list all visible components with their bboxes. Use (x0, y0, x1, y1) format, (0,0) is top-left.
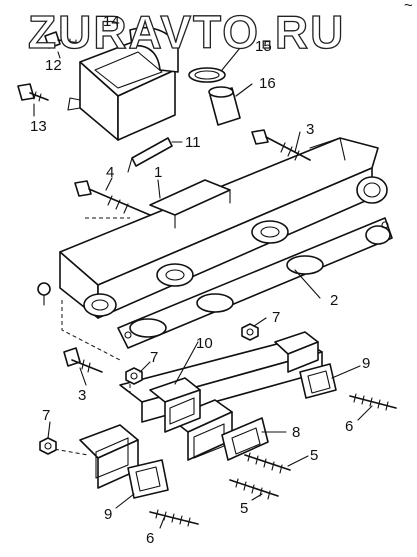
callout-11: 11 (185, 134, 201, 151)
stud-bolt-3-lower (63, 347, 103, 373)
callout-10: 10 (196, 335, 213, 352)
callout-4: 4 (106, 164, 114, 181)
callout-8: 8 (292, 424, 300, 441)
callout-16: 16 (259, 75, 276, 92)
callout-6-lower: 6 (146, 530, 154, 547)
stud-6-lower (149, 509, 199, 527)
watermark-text: ZURAVTO.RU (28, 6, 345, 58)
stud-bolt-4 (74, 180, 151, 216)
gasket-9-right (299, 363, 337, 399)
stud-6-right (349, 393, 397, 411)
nut-7-middle (125, 367, 143, 385)
callout-12: 12 (45, 57, 62, 74)
callout-14: 14 (103, 13, 120, 30)
manifold-gasket (117, 217, 393, 349)
clamp-ring-15 (188, 67, 226, 83)
leader-lines (33, 47, 373, 529)
bolt-12 (44, 31, 86, 49)
bolt-13 (17, 83, 49, 102)
callout-5-upper: 5 (310, 447, 318, 464)
callout-5-lower: 5 (240, 500, 248, 517)
callout-15: 15 (255, 38, 272, 55)
callout-7-left: 7 (42, 407, 50, 424)
lower-exhaust-manifold (47, 331, 323, 489)
nut-7-upper (241, 323, 259, 341)
callout-3-lower: 3 (78, 387, 86, 404)
upper-exhaust-manifold (37, 137, 388, 361)
gasket-8 (221, 417, 269, 461)
stud-bolt-3-upper (251, 129, 311, 161)
bracket-11 (127, 137, 173, 173)
sleeve-16 (208, 86, 241, 126)
callout-3-upper: 3 (306, 121, 314, 138)
callout-13: 13 (30, 118, 47, 135)
callout-7-middle: 7 (150, 349, 158, 366)
stud-5-upper (244, 452, 291, 474)
callout-1: 1 (154, 164, 162, 181)
stud-5-lower (229, 478, 279, 500)
corner-mark: ~ (404, 0, 413, 14)
nut-7-left (39, 437, 57, 455)
callout-9-lower: 9 (104, 506, 112, 523)
callout-7-upper: 7 (272, 309, 280, 326)
callout-9-right: 9 (362, 355, 370, 372)
turbo-adapter-housing (67, 26, 179, 141)
callout-6-right: 6 (345, 418, 353, 435)
callout-2: 2 (330, 292, 338, 309)
gasket-9-lower (127, 459, 169, 499)
